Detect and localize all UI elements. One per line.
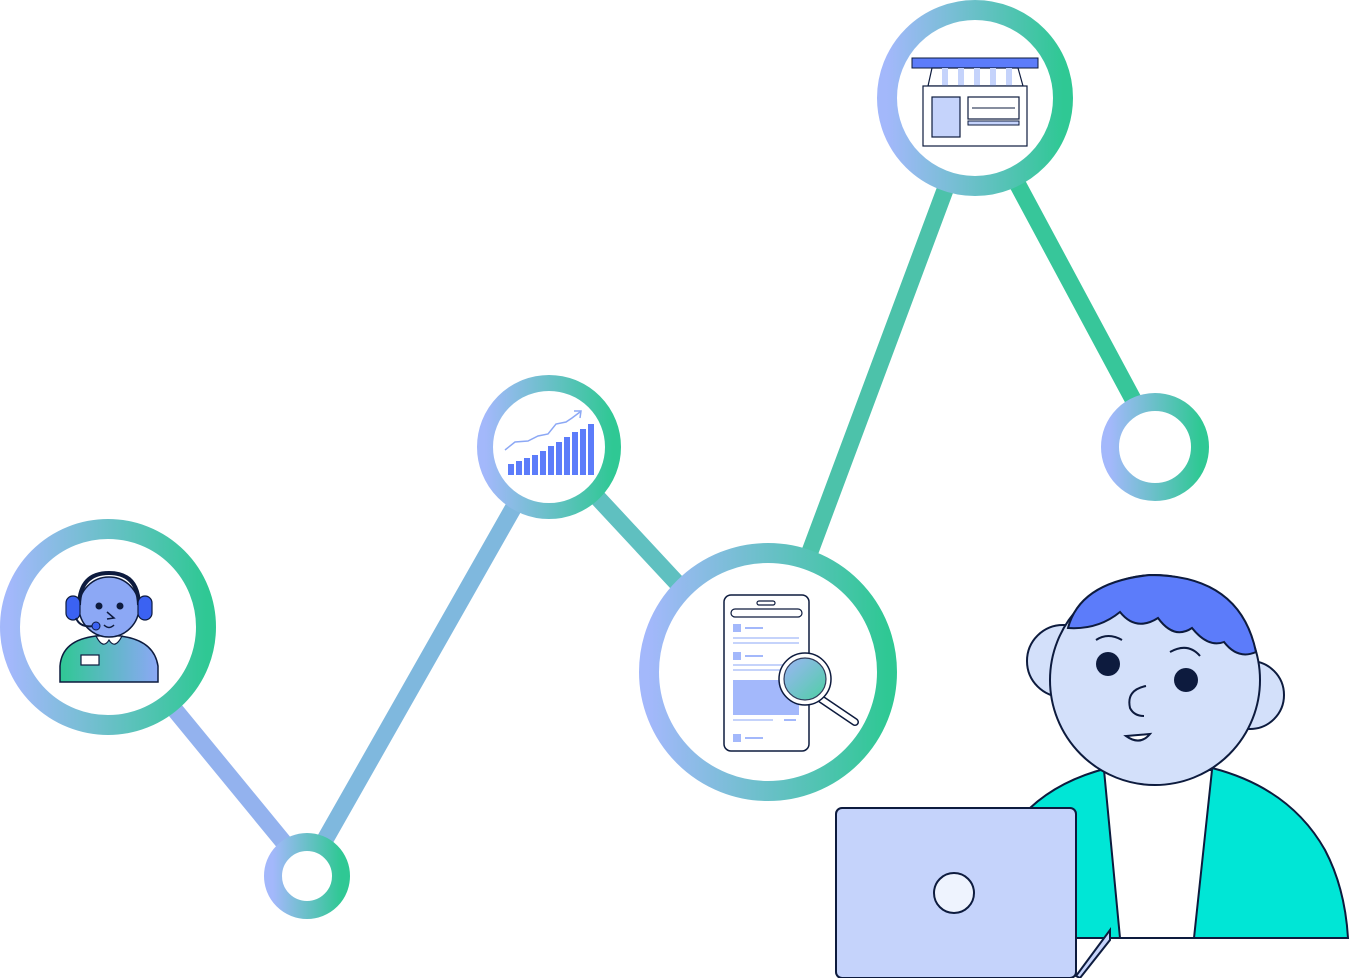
growth-chart-node <box>477 375 621 519</box>
storefront-node <box>877 0 1073 196</box>
laptop-icon <box>835 807 1111 978</box>
small-node-2 <box>1101 393 1209 501</box>
hair <box>1066 573 1258 656</box>
mobile-search-node <box>639 543 897 801</box>
support-agent-node <box>0 519 216 735</box>
growth-chart-icon <box>504 410 594 475</box>
small-node-1 <box>264 833 350 919</box>
journey-path <box>166 176 1144 859</box>
mobile-search-icon <box>723 594 860 752</box>
storefront-icon <box>911 57 1039 147</box>
person-at-laptop <box>835 573 1350 978</box>
support-agent-icon <box>59 570 159 683</box>
